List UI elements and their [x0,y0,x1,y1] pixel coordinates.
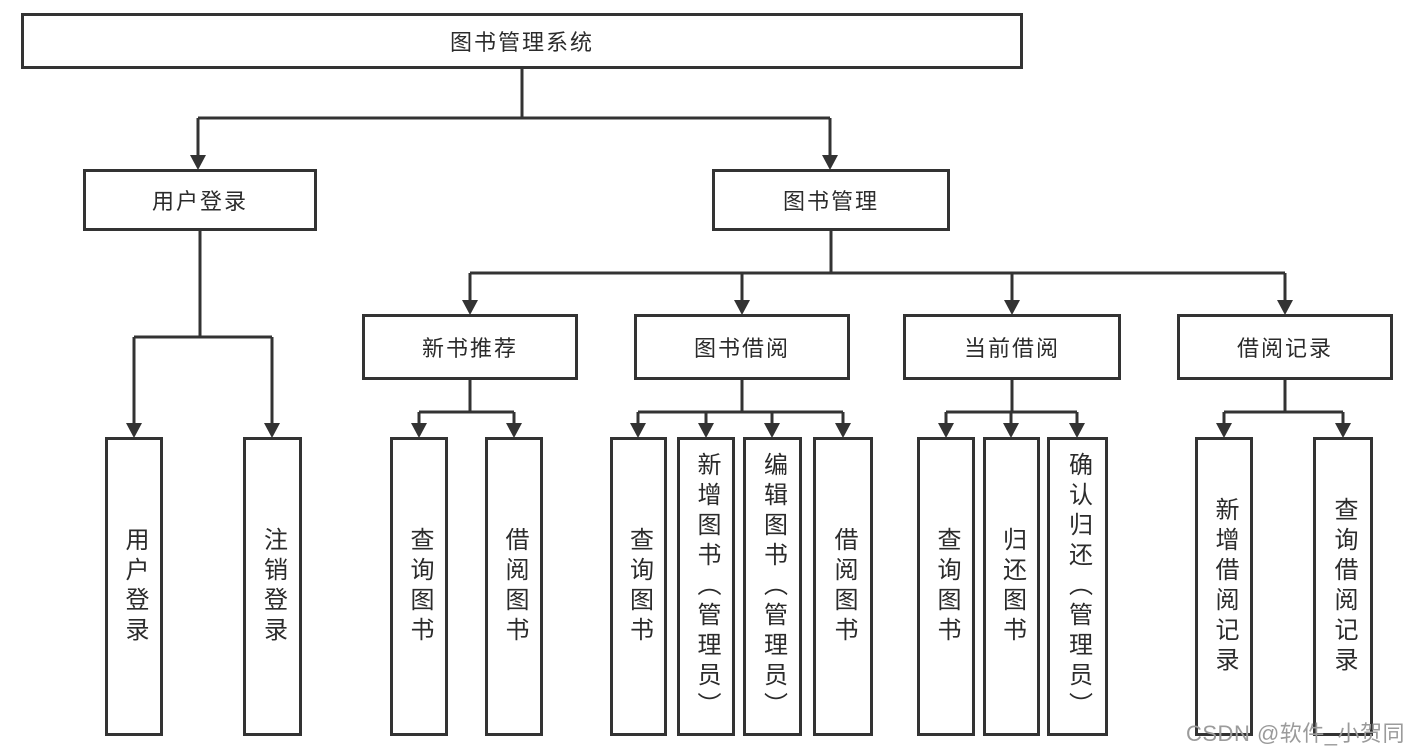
leaf-label: 借阅图书 [501,526,528,647]
leaf-label: 编辑图书（管理员） [759,451,787,722]
leaf-confirm-return-admin: 确认归还（管理员） [1047,437,1108,736]
node-label: 当前借阅 [963,336,1060,361]
leaf-label: 查询借阅记录 [1330,496,1357,677]
node-current-borrowing: 当前借阅 [903,314,1121,380]
leaf-borrow-books: 借阅图书 [813,437,873,736]
leaf-label: 查询图书 [625,526,653,647]
node-label: 借阅记录 [1236,336,1333,361]
leaf-add-book-admin: 新增图书（管理员） [677,437,735,736]
leaf-add-borrow-record: 新增借阅记录 [1195,437,1253,736]
leaf-query-books-current: 查询图书 [917,437,975,736]
csdn-watermark: CSDN @软件_小贺同学 [1186,721,1405,746]
leaf-query-books-borrowing: 查询图书 [610,437,667,736]
leaf-label: 借阅图书 [830,526,857,647]
node-label: 图书借阅 [693,336,790,361]
leaf-label: 确认归还（管理员） [1064,451,1092,722]
node-label: 图书管理 [782,189,879,214]
leaf-query-books-recommend: 查询图书 [390,437,448,736]
leaf-label: 用户登录 [121,526,148,647]
leaf-label: 新增借阅记录 [1211,496,1238,677]
leaf-label: 新增图书（管理员） [693,451,720,722]
leaf-return-book: 归还图书 [983,437,1040,736]
leaf-label: 注销登录 [259,526,287,647]
leaf-logout: 注销登录 [243,437,302,736]
node-new-book-recommend: 新书推荐 [362,314,578,380]
leaf-user-login: 用户登录 [105,437,163,736]
leaf-label: 归还图书 [998,526,1026,647]
node-label: 新书推荐 [421,336,518,361]
node-book-borrowing: 图书借阅 [634,314,850,380]
leaf-query-borrow-record: 查询借阅记录 [1313,437,1373,736]
node-user-login: 用户登录 [83,169,317,231]
leaf-label: 查询图书 [933,526,960,647]
node-book-management: 图书管理 [712,169,950,231]
node-label: 用户登录 [151,189,248,214]
leaf-label: 查询图书 [406,526,433,647]
leaf-edit-book-admin: 编辑图书（管理员） [743,437,802,736]
node-label: 图书管理系统 [449,30,594,55]
tree-edges [132,69,1345,426]
node-borrowing-records: 借阅记录 [1177,314,1393,380]
node-library-system: 图书管理系统 [21,13,1023,69]
leaf-borrow-books-recommend: 借阅图书 [485,437,543,736]
